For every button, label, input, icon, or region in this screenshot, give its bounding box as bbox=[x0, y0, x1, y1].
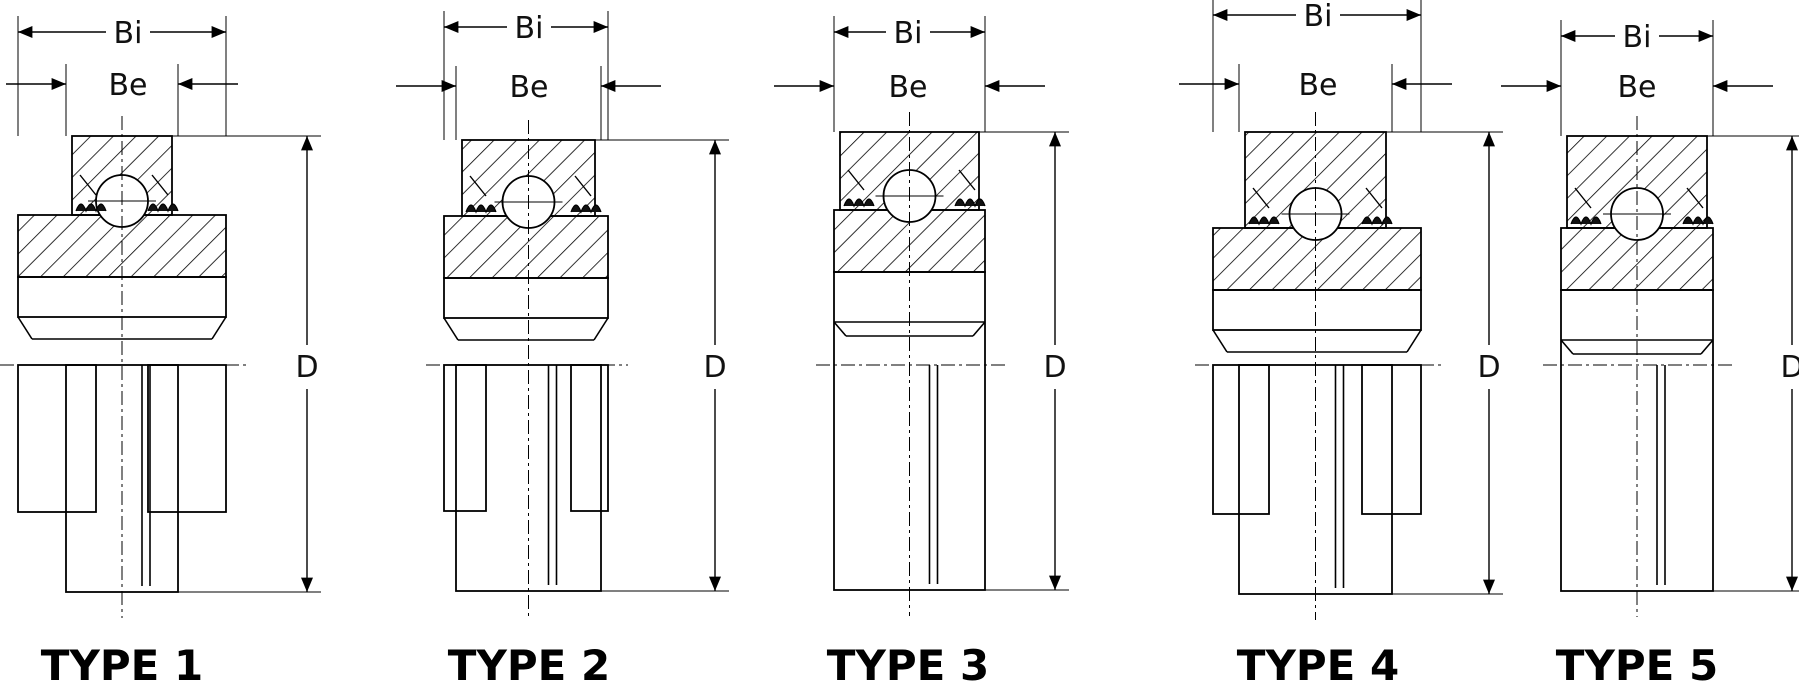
dimension-d-label: D bbox=[1043, 350, 1066, 385]
right-seal bbox=[1682, 216, 1714, 226]
chamfer-left bbox=[443, 317, 459, 341]
chamfer-left bbox=[1212, 329, 1228, 353]
right-seal bbox=[147, 203, 179, 213]
bore-band bbox=[443, 277, 609, 319]
chamfer-left bbox=[833, 321, 847, 337]
type-label: TYPE 4 bbox=[1237, 641, 1399, 688]
left-seal bbox=[843, 198, 875, 208]
type-label: TYPE 3 bbox=[827, 641, 989, 688]
seal-lip bbox=[958, 169, 976, 191]
chamfer-right bbox=[1700, 339, 1714, 355]
dimension-be-label: Be bbox=[108, 68, 147, 103]
dimension-bi-label: Bi bbox=[114, 16, 143, 51]
seal-lip bbox=[1365, 187, 1383, 209]
chamfer-right bbox=[972, 321, 986, 337]
dimension-bi-label: Bi bbox=[1623, 20, 1652, 55]
right-seal bbox=[570, 204, 602, 214]
left-seal bbox=[465, 204, 497, 214]
chamfer-right bbox=[211, 316, 227, 340]
seal-lip bbox=[1574, 187, 1592, 209]
dimension-be-label: Be bbox=[1298, 68, 1337, 103]
dimension-d-label: D bbox=[1780, 350, 1799, 385]
seal-lip bbox=[574, 175, 592, 197]
type-label: TYPE 5 bbox=[1556, 641, 1718, 688]
seal-lip bbox=[1686, 187, 1704, 209]
right-seal bbox=[954, 198, 986, 208]
lower-flange-right bbox=[147, 364, 227, 513]
type-label: TYPE 2 bbox=[448, 641, 610, 688]
lower-flange-left bbox=[1212, 364, 1270, 515]
right-seal bbox=[1361, 216, 1393, 226]
dimension-bi-label: Bi bbox=[1304, 0, 1333, 34]
chamfer-right bbox=[1406, 329, 1422, 353]
dimension-be-label: Be bbox=[509, 70, 548, 105]
seal-lip bbox=[1252, 187, 1270, 209]
dimension-d-label: D bbox=[703, 350, 726, 385]
dimension-bi-label: Bi bbox=[515, 11, 544, 46]
chamfer-left bbox=[17, 316, 33, 340]
dimension-d-label: D bbox=[295, 350, 318, 385]
dimension-d-label: D bbox=[1477, 350, 1500, 385]
lower-flange-left bbox=[17, 364, 97, 513]
seal-lip bbox=[847, 169, 865, 191]
lower-flange-right bbox=[570, 364, 609, 512]
chamfer-left bbox=[1560, 339, 1574, 355]
seal-lip bbox=[151, 174, 169, 196]
dimension-bi-label: Bi bbox=[894, 16, 923, 51]
seal-lip bbox=[79, 174, 97, 196]
chamfer-right bbox=[593, 317, 609, 341]
dimension-be-label: Be bbox=[1617, 70, 1656, 105]
bore-band bbox=[1212, 289, 1422, 331]
type-label: TYPE 1 bbox=[41, 641, 203, 688]
left-seal bbox=[1570, 216, 1602, 226]
left-seal bbox=[1248, 216, 1280, 226]
lower-flange-left bbox=[443, 364, 487, 512]
seal-lip bbox=[469, 175, 487, 197]
left-seal bbox=[75, 203, 107, 213]
dimension-be-label: Be bbox=[888, 70, 927, 105]
